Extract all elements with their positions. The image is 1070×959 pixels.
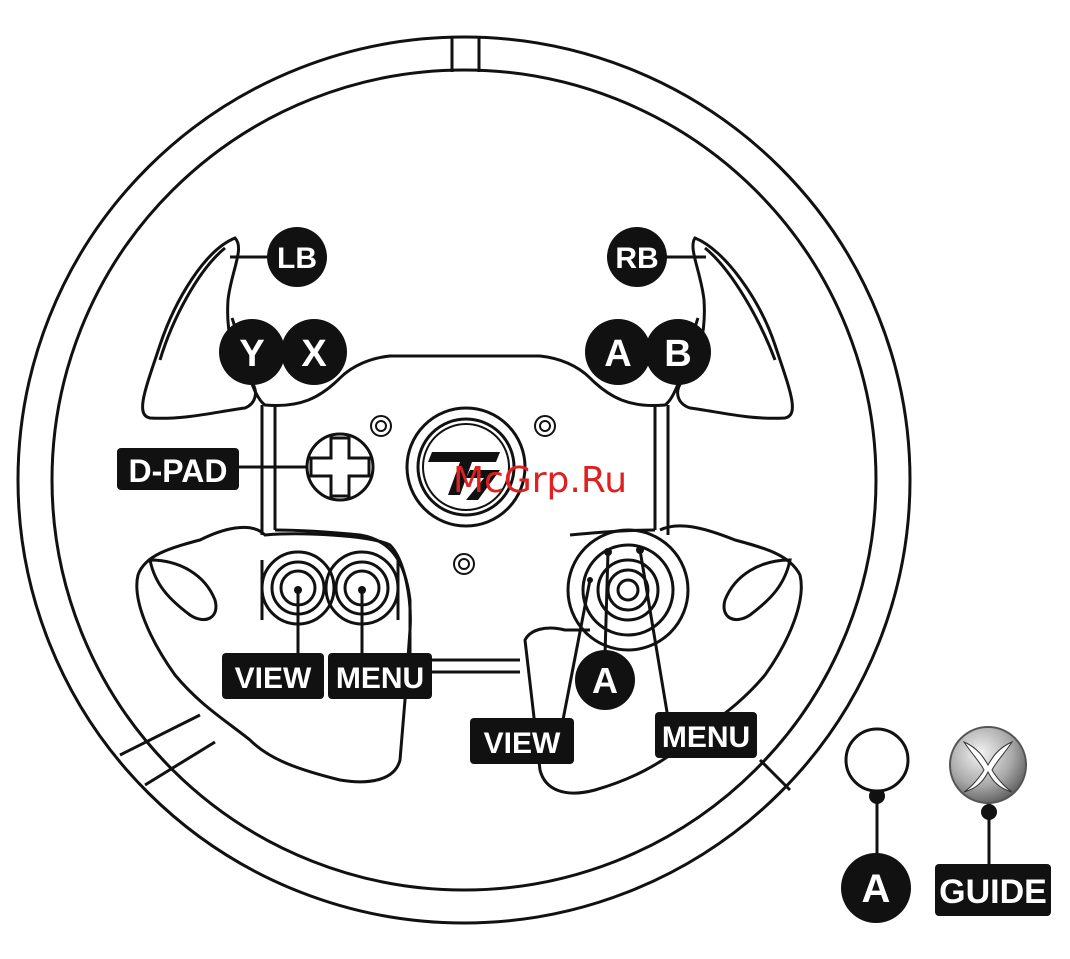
view-left-label: VIEW	[235, 662, 312, 695]
button-lb: LB	[267, 227, 327, 287]
view-right-label: VIEW	[484, 727, 561, 760]
watermark-text: McGrp.Ru	[453, 460, 627, 501]
button-y: Y	[219, 319, 285, 385]
button-rb: RB	[607, 227, 667, 287]
b-label: B	[664, 333, 691, 375]
x-label: X	[301, 333, 327, 375]
a-encoder-label: A	[592, 660, 618, 701]
legend-a-icon	[846, 729, 908, 791]
right-encoder	[568, 530, 688, 650]
a-label: A	[604, 333, 631, 375]
legend-a-badge: A	[841, 853, 911, 923]
xbox-guide-icon	[950, 727, 1026, 803]
guide-tag: GUIDE	[935, 864, 1051, 916]
menu-left-tag: MENU	[328, 653, 432, 699]
button-b: B	[645, 319, 711, 385]
left-encoders	[262, 552, 398, 624]
view-left-tag: VIEW	[222, 653, 324, 699]
dpad-label: D-PAD	[129, 453, 228, 489]
button-x: X	[281, 319, 347, 385]
button-a-encoder: A	[575, 650, 635, 710]
lb-label: LB	[277, 242, 317, 275]
dpad-tag: D-PAD	[117, 448, 239, 490]
view-right-tag: VIEW	[470, 718, 574, 764]
guide-label: GUIDE	[939, 873, 1047, 911]
menu-right-tag: MENU	[655, 712, 757, 758]
menu-left-label: MENU	[336, 662, 424, 695]
top-center-marker	[452, 38, 479, 72]
legend-a-label: A	[862, 867, 891, 911]
button-a: A	[585, 319, 651, 385]
dpad-icon	[307, 434, 373, 500]
rb-label: RB	[615, 242, 658, 275]
menu-right-label: MENU	[662, 721, 750, 754]
y-label: Y	[239, 333, 264, 375]
